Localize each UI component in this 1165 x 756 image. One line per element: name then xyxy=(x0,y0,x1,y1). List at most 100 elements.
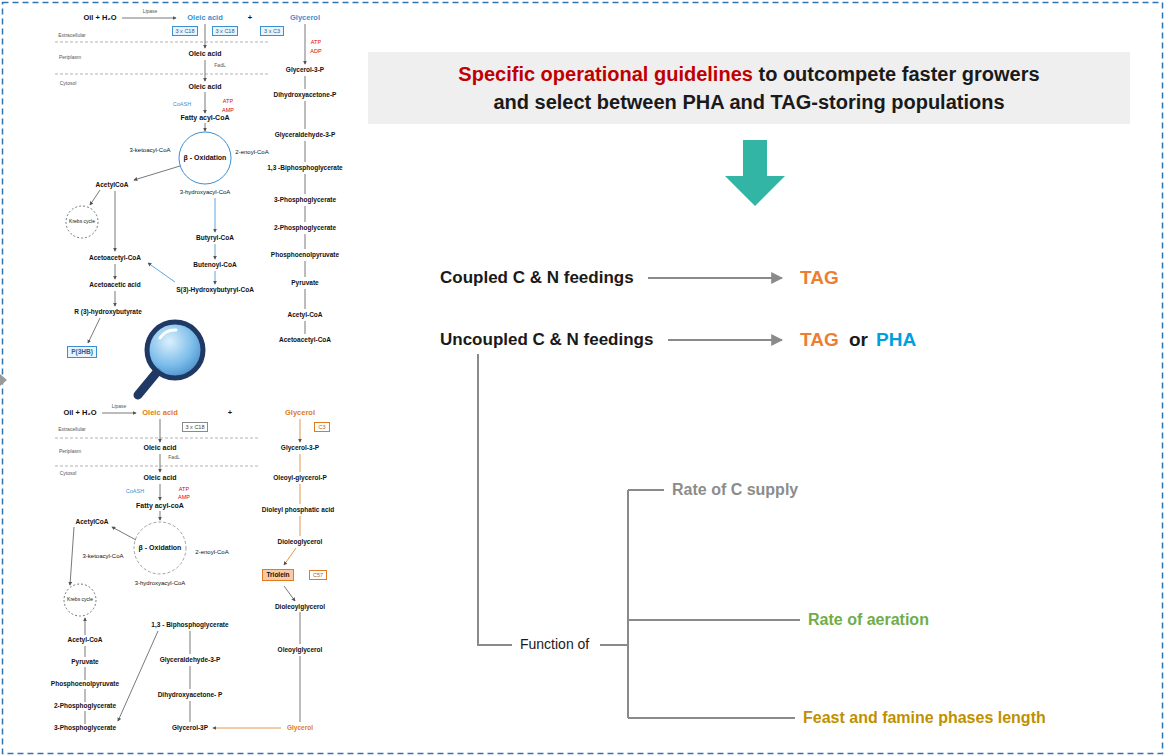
metabolite-name: Oil + H₂O xyxy=(63,409,96,417)
metabolite-name: Fatty acyl-coA xyxy=(136,502,184,510)
metabolite-name: 3-hydroxyacyl-CoA xyxy=(135,580,186,587)
compartment-label: Periplasm xyxy=(59,55,81,61)
box-text: 3 x C18 xyxy=(216,28,235,34)
carbon-count-box: 3 x C18 xyxy=(212,26,239,36)
metabolite-name: Glycerol-3-P xyxy=(286,66,324,73)
metabolite-name: Butenoyl-CoA xyxy=(193,261,236,268)
product-label: TAG xyxy=(800,330,839,351)
metabolite-name: Dioleyl phosphatic acid xyxy=(262,506,335,513)
metabolite-name: Butyryl-CoA xyxy=(196,234,234,241)
metabolite-name: Oleoyl-glycerol-P xyxy=(273,474,326,481)
product-label: PHA xyxy=(876,330,916,351)
factor-label: Rate of C supply xyxy=(672,481,798,499)
carbon-count-box: C3 xyxy=(314,422,329,432)
enzyme-label: FadL xyxy=(214,63,225,69)
feeding-label: Coupled C & N feedings xyxy=(440,269,634,288)
cofactor-label: ATP xyxy=(179,486,189,492)
metabolite-name: Glycerol-3P xyxy=(172,724,208,731)
box-text: C3 xyxy=(318,424,325,430)
dashed-frame xyxy=(3,3,1163,754)
metabolite-name: 2-Phosphoglycerate xyxy=(54,702,116,709)
cycle-label: Krebs cycle xyxy=(67,597,93,603)
triolein-box: Triolein xyxy=(262,569,293,580)
metabolite-name: Dioleoglycerol xyxy=(278,538,323,545)
factor-label: Feast and famine phases length xyxy=(803,709,1046,727)
cofactor-label: AMP xyxy=(222,107,234,113)
box-text: 3 x C18 xyxy=(176,28,195,34)
connector-word: or xyxy=(849,330,868,351)
metabolite-name: Oleic acid xyxy=(188,83,221,91)
metabolite-name: Pyruvate xyxy=(71,658,98,665)
box-text: C57 xyxy=(313,572,323,578)
metabolite-name: 3-ketoacyl-CoA xyxy=(82,553,123,560)
carbon-count-box: 3 x C18 xyxy=(182,422,209,432)
metabolite-name: Glycerol xyxy=(290,14,320,22)
metabolite-name: Oleic acid xyxy=(143,444,176,452)
cycle-label: Krebs cycle xyxy=(69,219,95,225)
compartment-label: Periplasm xyxy=(59,449,81,455)
guideline-box: Specific operational guidelinesto outcom… xyxy=(368,52,1130,124)
compartment-label: Extracellular xyxy=(58,427,86,433)
metabolite-name: Oleoylglycerol xyxy=(278,646,323,653)
metabolite-name: Acetyl-CoA xyxy=(67,636,102,643)
cofactor-label: ATP xyxy=(223,98,233,104)
metabolite-name: AcetylCoA xyxy=(96,181,129,188)
enzyme-label: Lipase xyxy=(143,9,158,15)
metabolite-name: Phosphoenolpyruvate xyxy=(271,251,339,258)
highlight-text: Specific operational guidelines xyxy=(458,63,753,85)
metabolite-name: AcetylCoA xyxy=(76,518,109,525)
cycle-label: β - Oxidation xyxy=(139,544,182,552)
carbon-count-box: 3 x C3 xyxy=(260,26,284,36)
metabolite-name: 1,3 -Biphosphoglycerate xyxy=(267,164,343,171)
metabolite-name: Fatty acyl-CoA xyxy=(180,114,229,122)
feeding-label: Uncoupled C & N feedings xyxy=(440,331,653,350)
metabolite-name: 2-Phosphoglycerate xyxy=(274,224,336,231)
cofactor-label: CoASH xyxy=(173,101,191,107)
metabolite-name: Acetoacetyl-CoA xyxy=(279,336,331,343)
box-text: Triolein xyxy=(266,571,289,578)
edge-arrow xyxy=(0,374,7,386)
metabolite-name: 3-ketoacyl-CoA xyxy=(129,147,170,154)
box-text: P(3HB) xyxy=(71,348,93,355)
metabolite-name: 3-hydroxyacyl-CoA xyxy=(180,189,231,196)
branch-label: Function of xyxy=(520,637,589,652)
metabolite-name: Oil + H₂O xyxy=(83,14,116,22)
compartment-label: Extracellular xyxy=(58,33,86,39)
metabolite-name: Acetoacetic acid xyxy=(89,281,140,288)
metabolite-name: Phosphoenolpyruvate xyxy=(51,680,119,687)
factor-label: Rate of aeration xyxy=(808,611,929,629)
metabolite-name: Acetoacetyl-CoA xyxy=(89,254,141,261)
metabolite-name: Pyruvate xyxy=(291,279,318,286)
cycle-label: β - Oxidation xyxy=(184,154,227,162)
metabolite-name: 2-enoyl-CoA xyxy=(195,549,228,556)
metabolite-name: Dihydroxyacetone- P xyxy=(158,691,223,698)
metabolite-name: 3-Phosphoglycerate xyxy=(54,724,116,731)
compartment-label: Cytosol xyxy=(60,81,77,87)
teal-down-arrow xyxy=(725,140,785,206)
metabolite-name: S(3)-Hydroxybutyryl-CoA xyxy=(176,286,254,293)
metabolite-name: Oleic acid xyxy=(188,50,221,58)
polymer-box: P(3HB) xyxy=(67,346,97,357)
top-pathway xyxy=(55,18,305,343)
carbon-count-box: 3 x C18 xyxy=(172,26,199,36)
metabolite-name: R (3)-hydroxybutyrate xyxy=(74,308,142,315)
metabolite-name: Oleic acid xyxy=(187,14,222,22)
enzyme-label: Lipase xyxy=(112,404,127,410)
metabolite-name: Glycerol-3-P xyxy=(281,444,319,451)
metabolite-name: 1,3 - Biphosphoglycerate xyxy=(151,621,228,628)
plus-sign: + xyxy=(248,14,252,22)
metabolite-name: Glyceraldehyde-3-P xyxy=(275,131,336,138)
box-text: 3 x C3 xyxy=(264,28,280,34)
box-text: 3 x C18 xyxy=(186,424,205,430)
enzyme-label: FadL xyxy=(168,455,179,461)
metabolite-name: Glyceraldehyde-3-P xyxy=(160,656,221,663)
metabolite-name: Glycerol xyxy=(287,724,313,731)
plus-sign: + xyxy=(228,409,232,417)
metabolite-name: Glycerol xyxy=(285,409,315,417)
metabolite-name: Dioleoylglycerol xyxy=(275,603,325,610)
metabolite-name: Oleic acid xyxy=(143,474,176,482)
cofactor-label: ATP xyxy=(311,39,321,45)
magnifier-icon xyxy=(138,322,203,395)
metabolite-name: Acetyl-CoA xyxy=(287,311,322,318)
metabolite-name: Dihydroxyacetone-P xyxy=(274,91,337,98)
